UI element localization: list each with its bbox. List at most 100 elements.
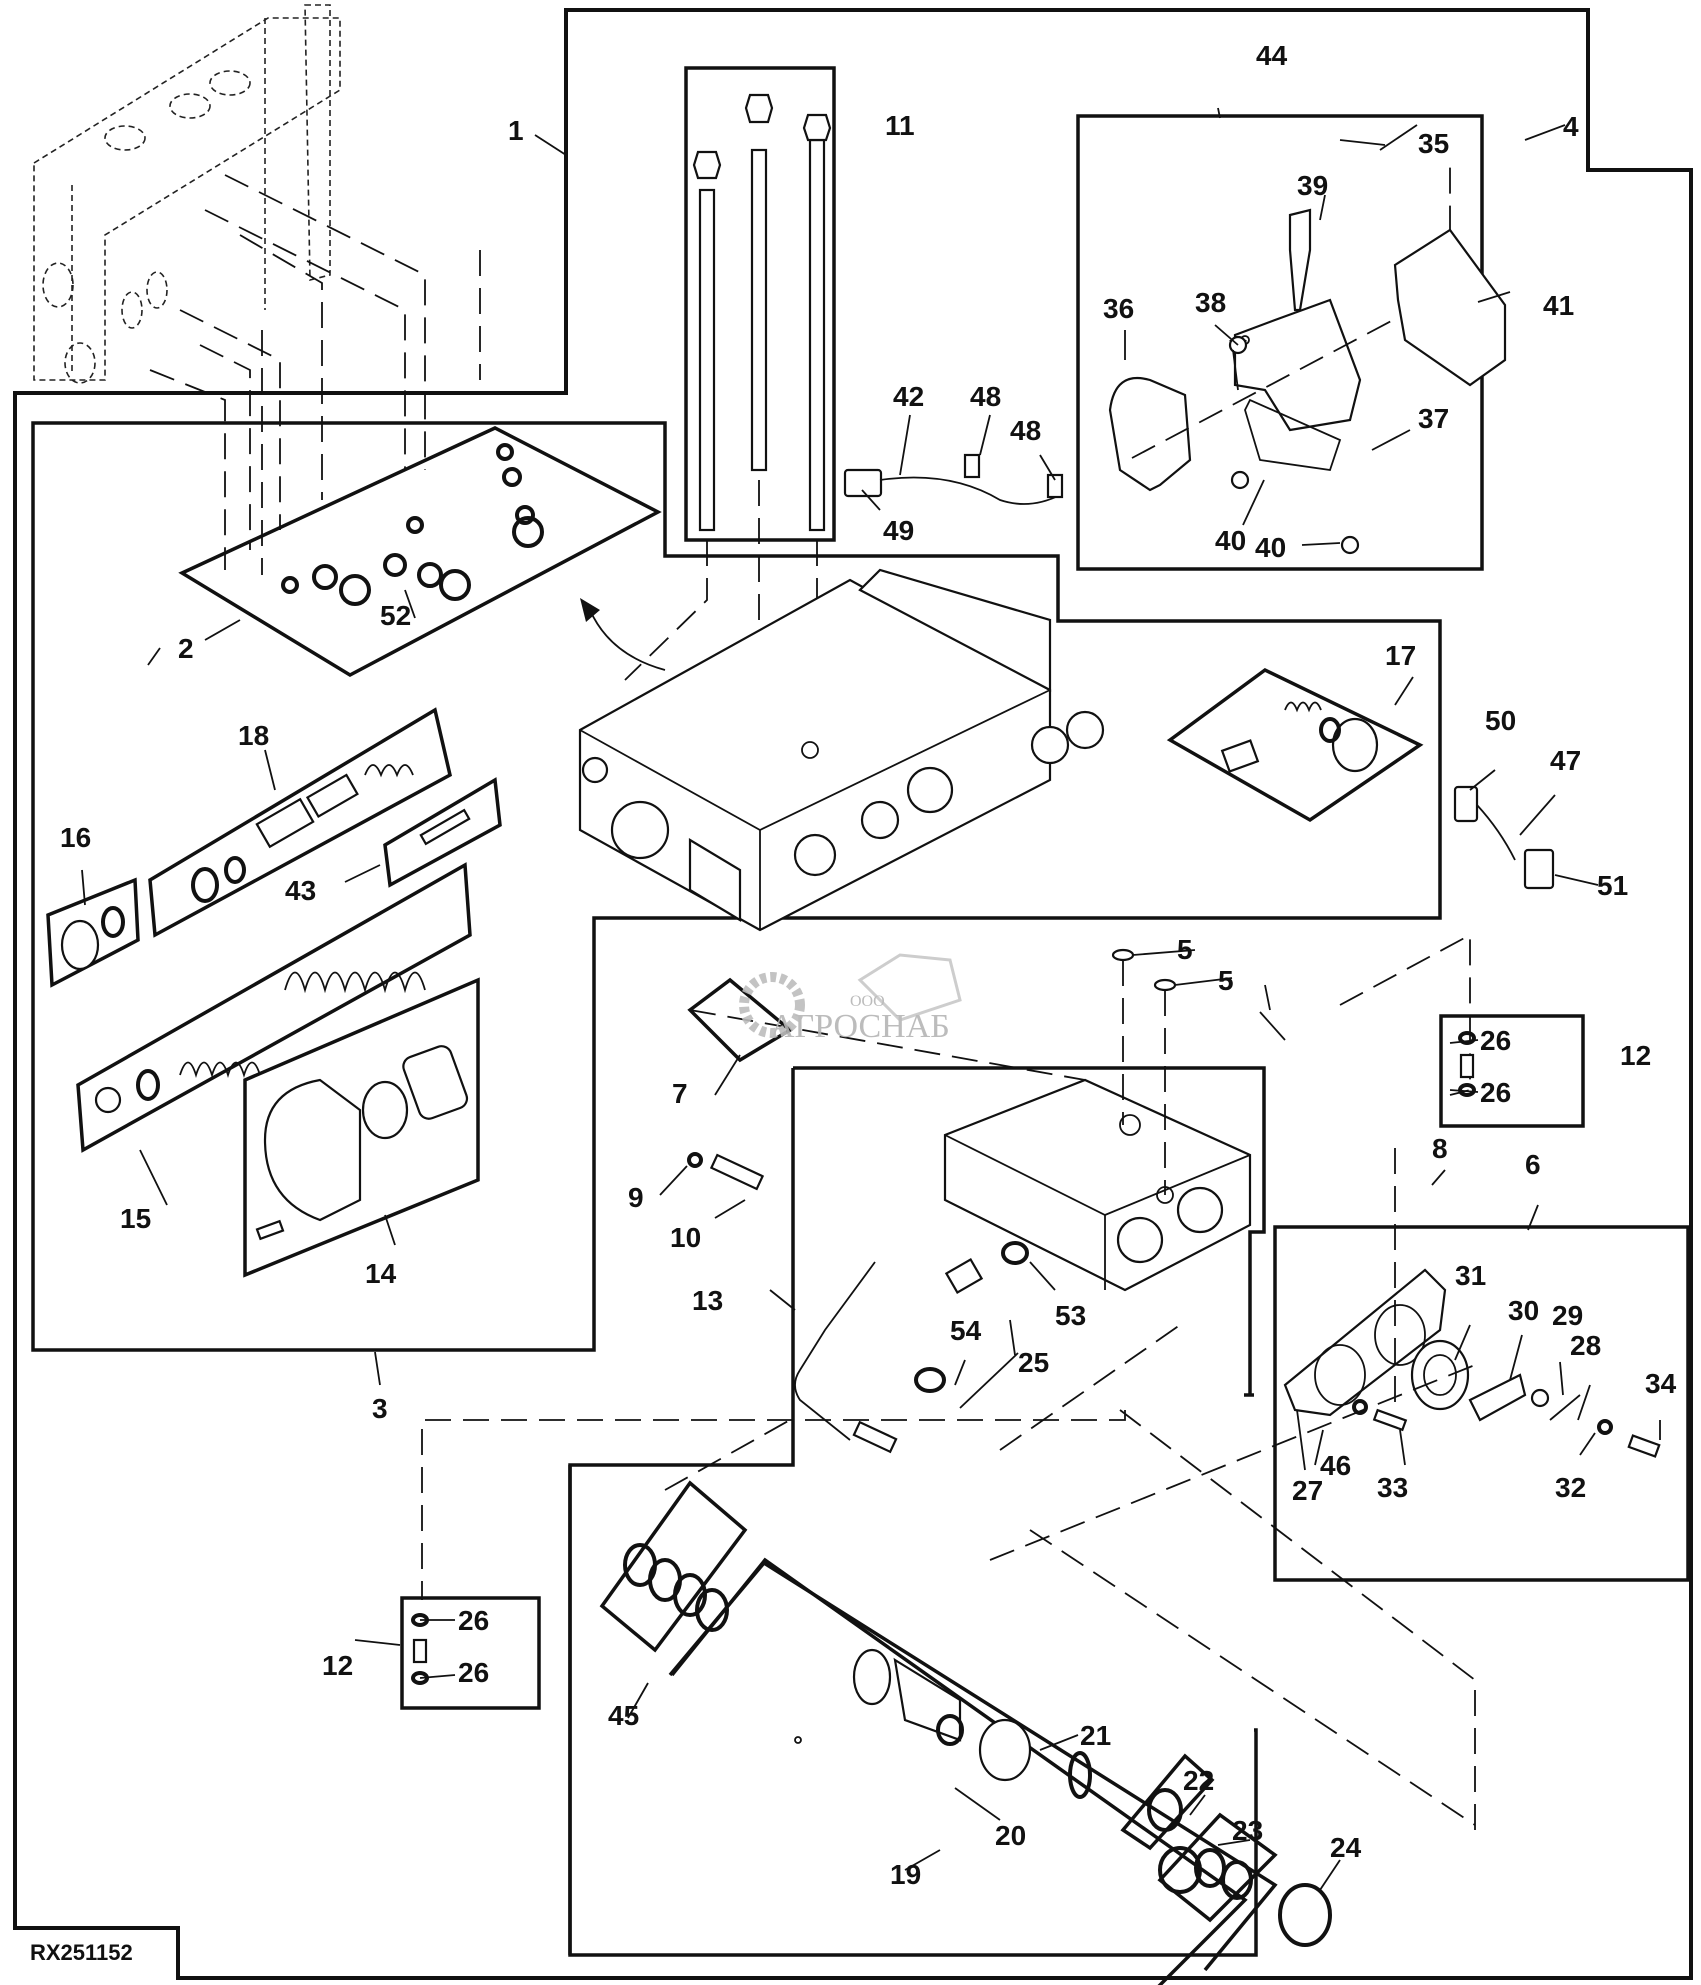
spring-box-15 [76,862,472,1153]
lever-parts-44 [1108,208,1362,555]
callout-8: 8 [1432,1133,1448,1164]
callout-18: 18 [238,720,269,751]
callout-46: 46 [1320,1450,1351,1481]
plug-16 [60,919,100,971]
relief-valve-parts [1220,701,1379,773]
callout-1: 1 [508,115,524,146]
callout-34: 34 [1645,1368,1677,1399]
callout-36: 36 [1103,293,1134,324]
callout-49: 49 [883,515,914,546]
callout-43: 43 [285,875,316,906]
callout-17: 17 [1385,640,1416,671]
callout-20: 20 [995,1820,1026,1851]
callout-25: 25 [1018,1347,1049,1378]
callout-39: 39 [1297,170,1328,201]
callout-50: 50 [1485,705,1516,736]
callout-40b: 40 [1255,532,1286,563]
filter-parts-12-right [1458,1031,1476,1097]
leader-lines [81,107,1661,1891]
springs-15 [94,971,426,1114]
cartridge-box-19-inner [668,1560,1278,1972]
callout-26c: 26 [458,1605,489,1636]
callout-9: 9 [628,1182,644,1213]
callout-24: 24 [1330,1832,1362,1863]
seal-box-7 [687,977,794,1063]
seal-23a [1194,1848,1226,1888]
callout-35: 35 [1418,128,1449,159]
callout-37: 37 [1418,403,1449,434]
seal-box-22 [1120,1753,1215,1851]
callout-19: 19 [890,1859,921,1890]
tie-rod-box-11 [684,66,836,542]
callout-48b: 48 [1010,415,1041,446]
callout-27: 27 [1292,1475,1323,1506]
washer-9 [687,1152,703,1168]
callout-32: 32 [1555,1472,1586,1503]
tie-rods [692,93,832,532]
tube-assembly-25 [794,1241,1029,1454]
watermark-prefix: ООО [850,993,885,1010]
callout-14: 14 [365,1258,397,1289]
callout-44: 44 [1256,40,1288,71]
callout-11: 11 [885,110,915,141]
callout-15: 15 [120,1203,151,1234]
callout-22: 22 [1183,1765,1214,1796]
plug-box-16 [46,877,140,988]
callout-48a: 48 [970,381,1001,412]
watermark-logo: ООО АГРОСНАБ [739,953,962,1045]
callout-3: 3 [372,1393,388,1424]
callout-21: 21 [1080,1720,1111,1751]
seal-kit-parts [281,443,544,606]
filter-box-12-right [1439,1014,1585,1128]
callout-45: 45 [608,1700,639,1731]
plug-5a [1111,948,1135,962]
bolt-10 [709,1153,765,1191]
callout-5a: 5 [1177,934,1193,965]
end-cover-box-6 [1273,1225,1690,1582]
cartridge-box-19 [670,1557,1248,1985]
callout-16: 16 [60,822,91,853]
arrow-head [580,598,600,622]
seal-23b [1221,1860,1253,1900]
seal-kit-box-2 [178,426,662,678]
callout-52: 52 [380,600,411,631]
mounting-housing-ghost [33,4,341,384]
assembly-frame-1 [13,8,1693,1980]
figure-id: RX251152 [30,1940,133,1965]
callout-28: 28 [1570,1330,1601,1361]
callout-29: 29 [1552,1300,1583,1331]
plug-5b [1153,978,1177,992]
wiring-harness-42 [843,453,1064,505]
callout-12-left: 12 [322,1650,353,1681]
callout-54: 54 [950,1315,982,1346]
tie-rod-projections [624,480,818,760]
cartridge-parts-19 [794,1648,1202,1894]
seal-22 [1147,1788,1183,1832]
cover-41 [1393,228,1507,387]
callout-26b: 26 [1480,1077,1511,1108]
callout-42: 42 [893,381,924,412]
spool-parts [191,764,414,903]
callout-26d: 26 [458,1657,489,1688]
callout-2: 2 [178,633,194,664]
callout-38: 38 [1195,287,1226,318]
filter-box-12-left [400,1596,541,1710]
box-13-lower [568,1465,1258,1957]
callout-13: 13 [692,1285,723,1316]
end-cover-parts-6 [1283,1268,1661,1458]
callout-47: 47 [1550,745,1581,776]
seal-box-23 [1157,1812,1278,1923]
callout-23: 23 [1232,1815,1263,1846]
callout-41: 41 [1543,290,1574,321]
callout-10: 10 [670,1222,701,1253]
filter-parts-12-left [411,1613,429,1685]
valve-body [578,568,1105,932]
cap-parts-14 [255,1045,469,1241]
rotation-arrow [589,609,666,671]
callout-5b: 5 [1218,965,1234,996]
callout-7: 7 [672,1078,688,1109]
callout-12-right: 12 [1620,1040,1651,1071]
oring-16 [101,906,125,938]
assembly-box-3 [31,421,1442,1352]
